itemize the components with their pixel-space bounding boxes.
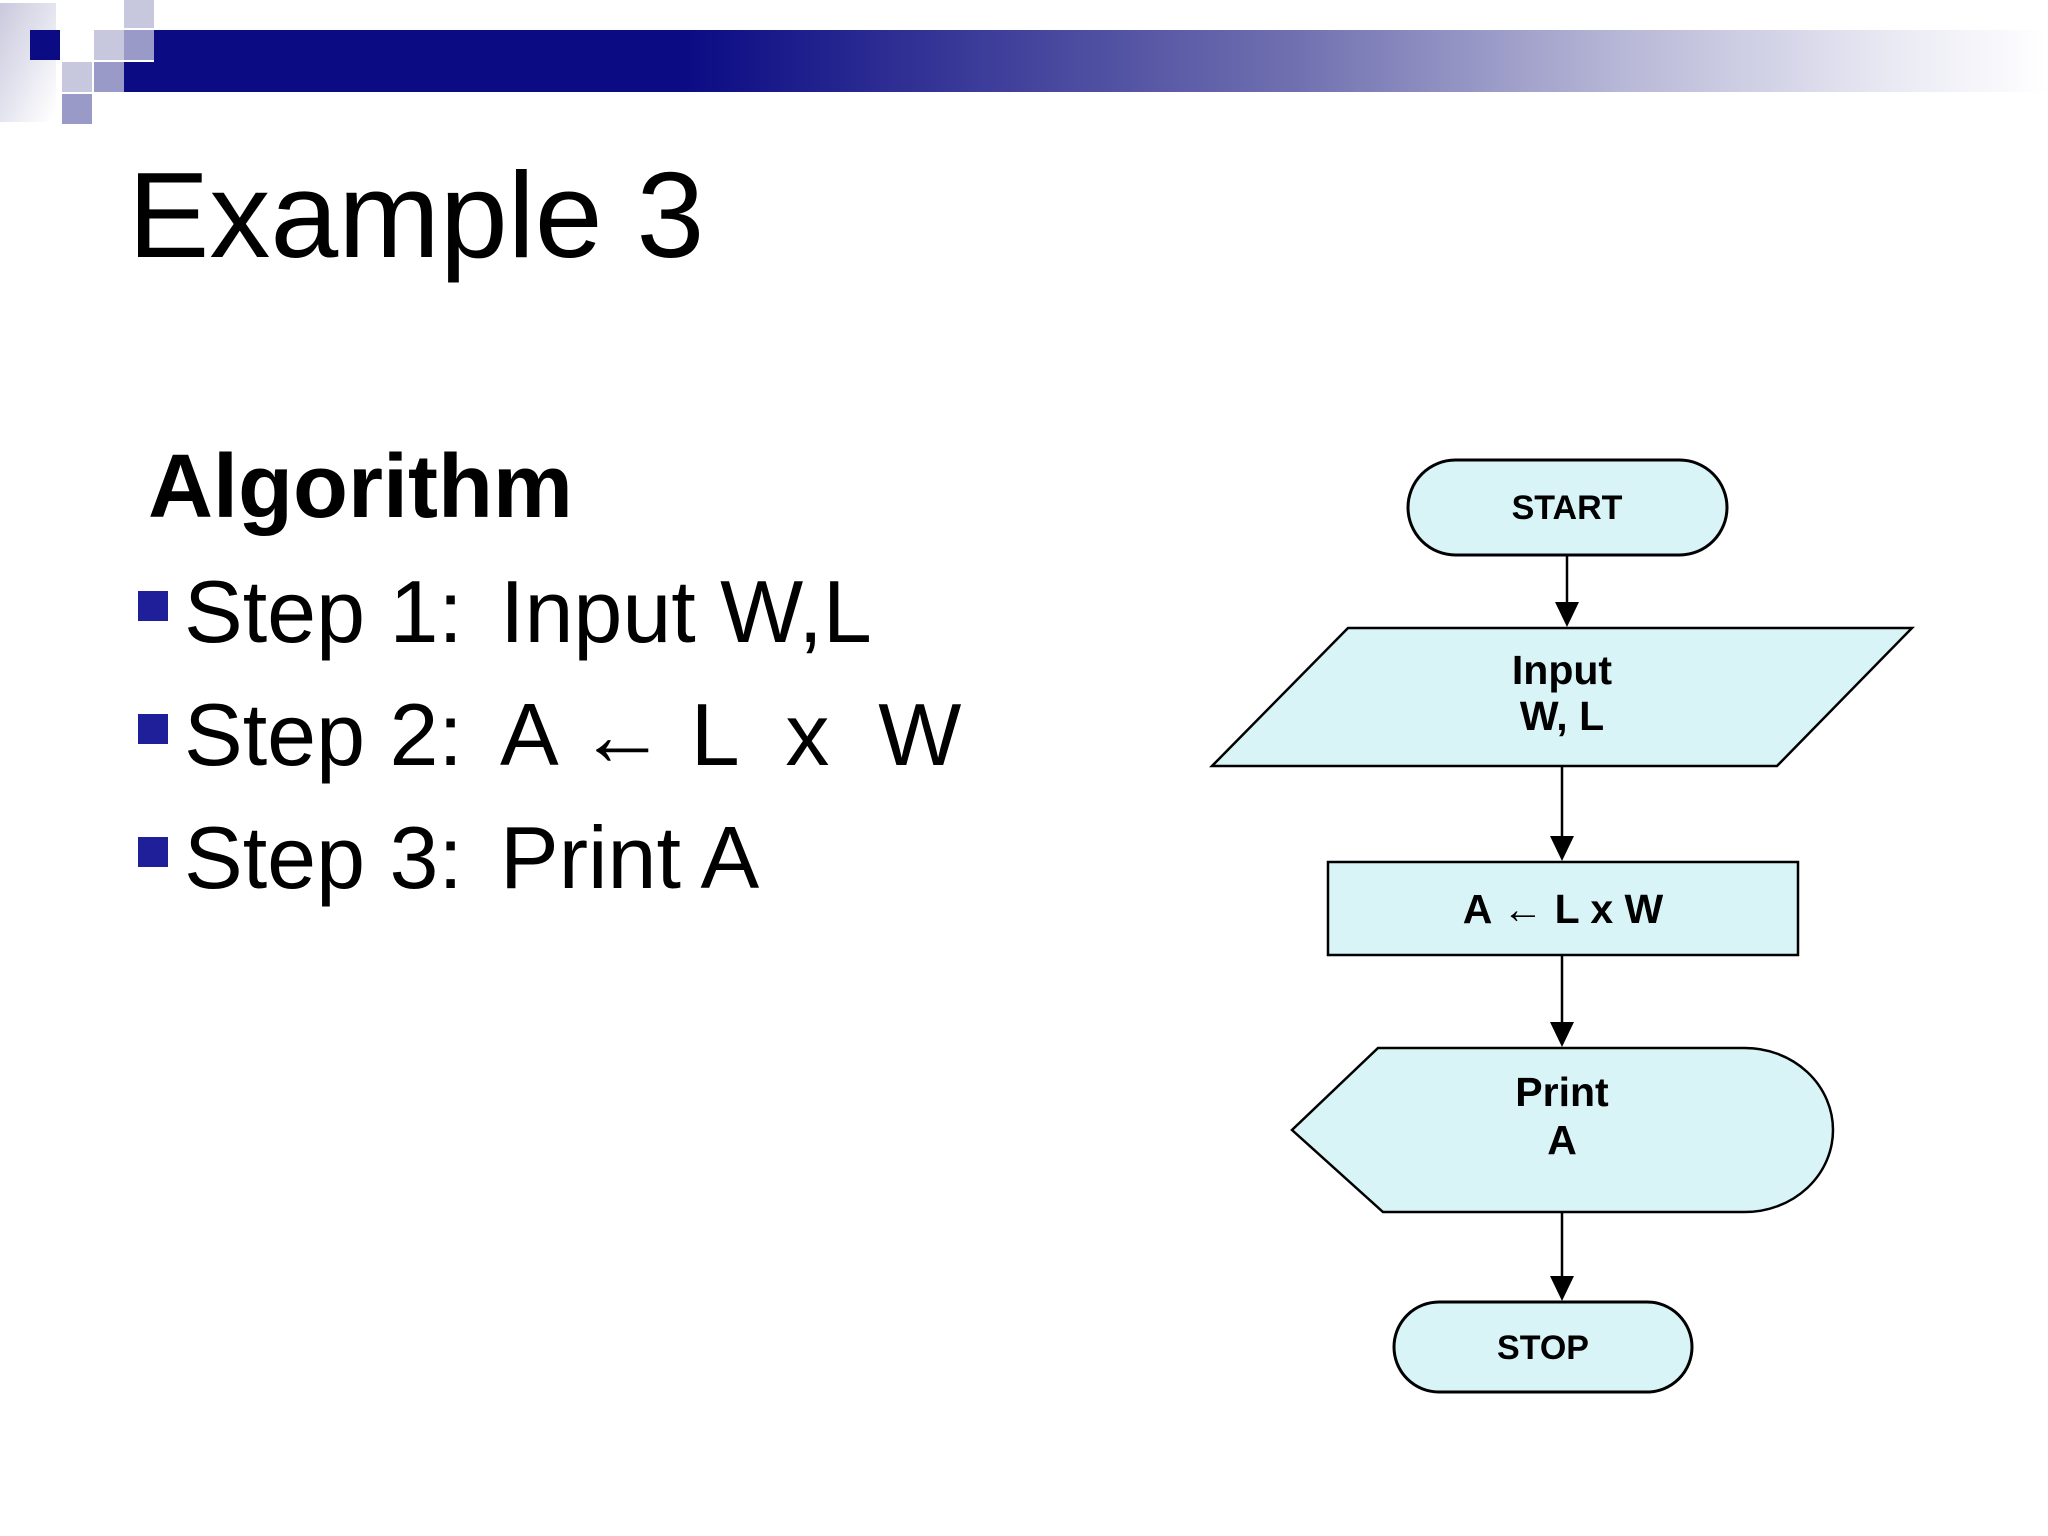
flowchart-output-label-line1: Print: [1515, 1069, 1609, 1115]
bullet-square: [138, 837, 168, 867]
decor-square: [94, 62, 124, 92]
flowchart-input-node: [1209, 626, 1915, 768]
flow-arrowhead: [1550, 1276, 1574, 1301]
header-gradient-strip: [0, 3, 56, 122]
decor-square: [94, 30, 124, 60]
step-row-2: Step 2: A ← L x W: [138, 684, 961, 785]
decor-square: [30, 30, 60, 60]
header-bar: [154, 30, 2048, 92]
decor-square: [124, 0, 154, 28]
flowchart-process-node: [1326, 860, 1800, 957]
bullet-square: [138, 714, 168, 744]
bullet-square: [138, 591, 168, 621]
decor-square: [62, 62, 92, 92]
flowchart-process-label: A ← L x W: [1463, 886, 1664, 932]
decor-square: [62, 94, 92, 124]
flowchart-output-label-line2: A: [1547, 1117, 1577, 1163]
flow-arrowhead: [1550, 1022, 1574, 1047]
flowchart-input-label-line1: Input: [1512, 647, 1613, 693]
flow-arrowhead: [1555, 602, 1579, 627]
algorithm-heading: Algorithm: [148, 437, 573, 537]
step-row-1: Step 1: Input W,L: [138, 561, 872, 662]
flowchart-start-label: START: [1512, 489, 1623, 527]
decor-square: [124, 30, 154, 60]
step-label: Step 3:: [184, 808, 463, 907]
slide-title: Example 3: [128, 147, 705, 283]
header-bar-notch: [124, 62, 154, 92]
flowchart-stop-node: [1392, 1300, 1694, 1394]
step-label: Step 1:: [184, 562, 463, 661]
step-instruction: A ← L x W: [500, 685, 962, 784]
flowchart-input-label-line2: W, L: [1520, 693, 1604, 739]
step-instruction: Print A: [500, 808, 760, 907]
step-label: Step 2:: [184, 685, 463, 784]
step-row-3: Step 3: Print A: [138, 807, 759, 908]
step-instruction: Input W,L: [500, 562, 872, 661]
flowchart-stop-label: STOP: [1497, 1329, 1589, 1367]
flowchart-output-node: [1290, 1046, 1835, 1214]
flow-arrowhead: [1550, 836, 1574, 861]
flowchart: START Input W, L A ← L x W Print A STOP: [1209, 458, 1915, 1394]
